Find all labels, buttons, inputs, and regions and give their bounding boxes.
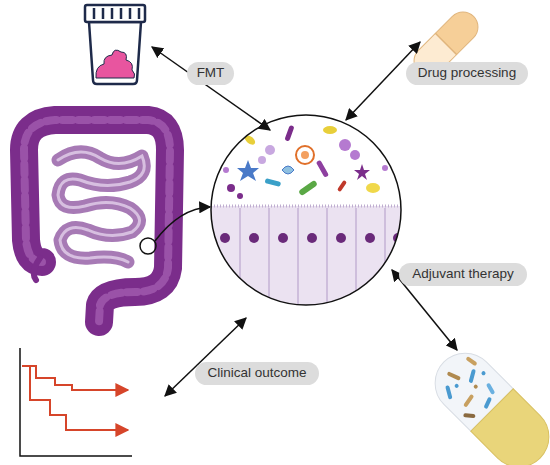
microbiota-circle-part-part bbox=[205, 206, 405, 316]
bacteria-part bbox=[237, 160, 259, 181]
stool-cup-icon-part bbox=[93, 8, 96, 19]
bacteria-part bbox=[284, 125, 294, 142]
bacteria-part bbox=[382, 165, 388, 171]
bacteria-part bbox=[258, 156, 266, 164]
intestine-illustration-part bbox=[24, 120, 170, 322]
survival-curve-icon-part bbox=[22, 366, 128, 430]
microbiota-circle-part-part-part bbox=[268, 208, 270, 310]
bacteria-part bbox=[282, 166, 294, 174]
bacteria-part bbox=[350, 150, 360, 160]
label-pill: Drug processing bbox=[406, 62, 528, 85]
label-pill: Adjuvant therapy bbox=[399, 263, 527, 286]
bacteria-part bbox=[316, 160, 329, 178]
microbiota-circle-part-part-part bbox=[249, 233, 259, 243]
stool-cup-icon-part bbox=[120, 8, 123, 19]
stool-cup-icon-part bbox=[85, 5, 145, 22]
stool-cup-icon-part bbox=[138, 8, 141, 19]
intestine-illustration-part bbox=[24, 120, 170, 322]
probiotic-capsule-icon-part bbox=[468, 369, 475, 384]
microbiota-circle-part-part-part bbox=[336, 233, 346, 243]
survival-curve-icon bbox=[20, 348, 132, 456]
bacteria-part bbox=[237, 193, 243, 199]
double-arrow bbox=[152, 42, 457, 396]
probiotic-capsule-icon-part bbox=[463, 413, 475, 418]
stool-cup-icon-part bbox=[129, 8, 132, 19]
microbiota-circle bbox=[205, 115, 405, 316]
probiotic-capsule-icon-part bbox=[463, 394, 474, 408]
stool-cup-icon-part bbox=[89, 22, 141, 84]
bacteria-part bbox=[337, 180, 347, 192]
bacteria-part bbox=[301, 151, 309, 159]
stool-cup-icon bbox=[85, 5, 145, 84]
probiotic-capsule-icon-part bbox=[454, 383, 460, 389]
bacteria-part bbox=[296, 146, 314, 164]
bacteria-part bbox=[354, 164, 370, 180]
microbiota-circle-part-part-part bbox=[355, 208, 357, 310]
probiotic-capsule-icon-part bbox=[465, 356, 477, 366]
probiotic-capsule-icon-part bbox=[483, 397, 492, 410]
stool-cup-icon-part bbox=[96, 50, 135, 78]
microbiota-circle-part-part-part bbox=[297, 208, 299, 310]
label-text: Drug processing bbox=[418, 66, 516, 81]
microbiota-circle-part-part-part bbox=[384, 208, 386, 310]
intestine-illustration-part bbox=[140, 238, 156, 254]
probiotic-capsule-icon-part bbox=[445, 385, 452, 400]
microbiota-circle-part-part-part bbox=[239, 208, 241, 310]
label-pill: Clinical outcome bbox=[195, 362, 319, 385]
probiotic-capsule-icon-part bbox=[471, 389, 550, 465]
bacteria-part bbox=[339, 139, 351, 151]
label-text: Clinical outcome bbox=[207, 366, 306, 381]
bacteria-part bbox=[298, 180, 318, 196]
microbiota-circle-part-part-part bbox=[326, 208, 328, 310]
intestine-illustration-part bbox=[34, 258, 40, 280]
microbiota-circle-part-part bbox=[220, 233, 403, 243]
probiotic-capsule-icon-part bbox=[486, 383, 495, 395]
bacteria-part bbox=[243, 133, 257, 146]
probiotic-capsule-icon-part bbox=[473, 384, 479, 390]
bacteria-part bbox=[227, 184, 235, 192]
bacteria bbox=[223, 125, 388, 199]
microbiota-circle-part-part-part bbox=[365, 233, 375, 243]
label-pill: FMT bbox=[187, 62, 234, 85]
probiotic-capsule-icon-part bbox=[481, 370, 487, 376]
double-arrow-part bbox=[152, 47, 270, 130]
stool-cup-icon-part bbox=[111, 8, 114, 19]
microbiota-circle-part bbox=[205, 125, 405, 316]
intestine-illustration-part bbox=[58, 152, 144, 262]
microbiota-circle-part bbox=[211, 115, 401, 305]
intestine-illustration-part bbox=[58, 152, 144, 262]
probiotic-capsule-icon bbox=[423, 341, 550, 465]
bacteria-part bbox=[265, 145, 275, 155]
drug-capsule-icon-part bbox=[435, 33, 456, 54]
label-text: FMT bbox=[197, 66, 225, 81]
intestine-illustration-part bbox=[155, 207, 210, 241]
intestine-illustration bbox=[24, 120, 210, 322]
bacteria-part bbox=[366, 183, 380, 193]
stool-cup-icon-part bbox=[102, 8, 105, 19]
microbiota-circle-part-part bbox=[205, 205, 405, 208]
survival-curve-icon-part bbox=[22, 366, 128, 390]
bacteria-part bbox=[323, 126, 337, 134]
bacteria-part bbox=[223, 167, 229, 173]
bacteria-part bbox=[264, 178, 281, 187]
survival-curve-icon-part bbox=[20, 348, 132, 456]
microbiota-circle-part-part-part bbox=[307, 233, 317, 243]
probiotic-capsule-icon-part bbox=[447, 371, 461, 381]
microbiota-circle-part-part-part bbox=[278, 233, 288, 243]
label-text: Adjuvant therapy bbox=[412, 267, 513, 282]
microbiota-circle-part-part-part bbox=[220, 233, 230, 243]
